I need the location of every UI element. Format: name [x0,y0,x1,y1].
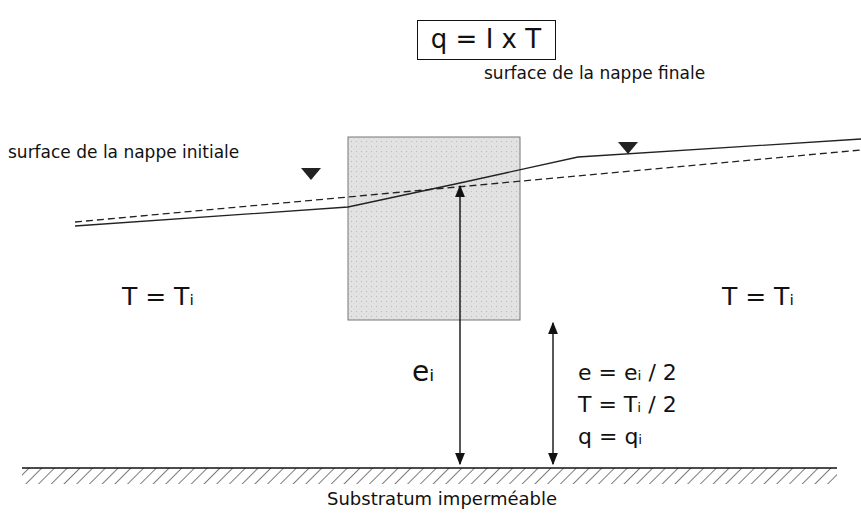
diagram-label: T = Tᵢ / 2 [578,392,677,417]
water-table-symbol [618,142,638,154]
diagram-label: T = Tᵢ [122,283,194,312]
diagram-label: surface de la nappe finale [484,64,705,84]
diagram-label: q = qᵢ [578,424,642,449]
diagram-label: surface de la nappe initiale [8,143,239,163]
diagram-label: e = eᵢ / 2 [578,360,677,385]
thickness-arrow [552,323,553,464]
diagram-label: Substratum imperméable [327,489,557,510]
substratum-line [22,467,837,469]
diagram-label: T = Tᵢ [722,283,794,312]
water-table-symbol [301,168,321,180]
formula-box: q = I x T [417,20,556,60]
substratum-hatch [22,468,837,484]
thickness-arrow [459,186,460,464]
reduced-block [348,137,520,320]
formula-text: q = I x T [430,24,543,54]
diagram-label: eᵢ [412,356,434,388]
